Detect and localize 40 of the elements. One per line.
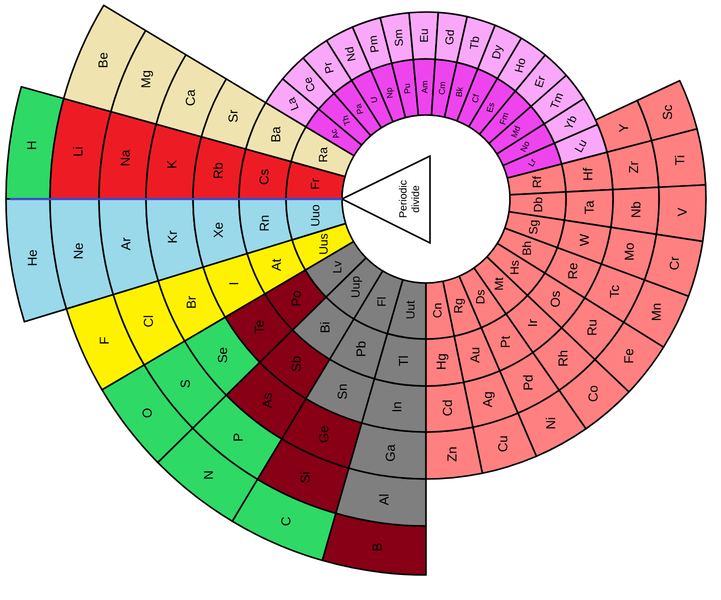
element-cell: Mn [622, 279, 690, 348]
element-cell: Cn [425, 280, 455, 340]
element-cell: Tl [374, 332, 427, 387]
element-cell: Ne [49, 198, 114, 310]
element-cell: He [5, 198, 68, 323]
element-cell: Db [508, 191, 567, 222]
element-cell: Pb [328, 318, 388, 380]
element-cell: H [5, 86, 64, 200]
element-cell: Ca [155, 54, 228, 138]
element-cell: Sc [636, 80, 698, 142]
element-cell: Ga [348, 422, 427, 480]
element-cell: Li [49, 98, 112, 200]
element-cell: Mo [600, 226, 658, 281]
element-cell: Zr [606, 140, 660, 190]
element-cell: Am [412, 58, 436, 116]
element-cell: Uut [386, 278, 427, 340]
element-cell: Zn [425, 426, 484, 480]
element-cell: In [360, 378, 427, 433]
element-cell: Ti [650, 128, 706, 188]
element-cell: Ge [281, 398, 363, 469]
element-cell: Ni [517, 389, 587, 458]
element-cell: Y [594, 100, 652, 153]
element-cell: Mg [110, 30, 187, 125]
element-cell: Al [335, 467, 427, 527]
element-cell: I [202, 252, 266, 318]
element-cell: K [145, 123, 202, 200]
element-cell: B [322, 512, 427, 576]
element-cell: Cr [644, 234, 704, 298]
element-cell: Ar [98, 198, 160, 296]
element-cell: Xe [192, 198, 248, 268]
element-cell: Na [98, 110, 157, 200]
element-cell: Au [453, 326, 501, 383]
element-cell: Kr [145, 198, 204, 282]
element-cell: Ag [462, 370, 519, 428]
element-cell: Cu [472, 412, 538, 474]
element-cell: Sn [305, 358, 376, 424]
element-cell: Sr [200, 78, 267, 150]
element-cell: Cl [112, 280, 186, 366]
element-cell: Rb [192, 136, 247, 200]
element-cell: Br [157, 266, 226, 342]
